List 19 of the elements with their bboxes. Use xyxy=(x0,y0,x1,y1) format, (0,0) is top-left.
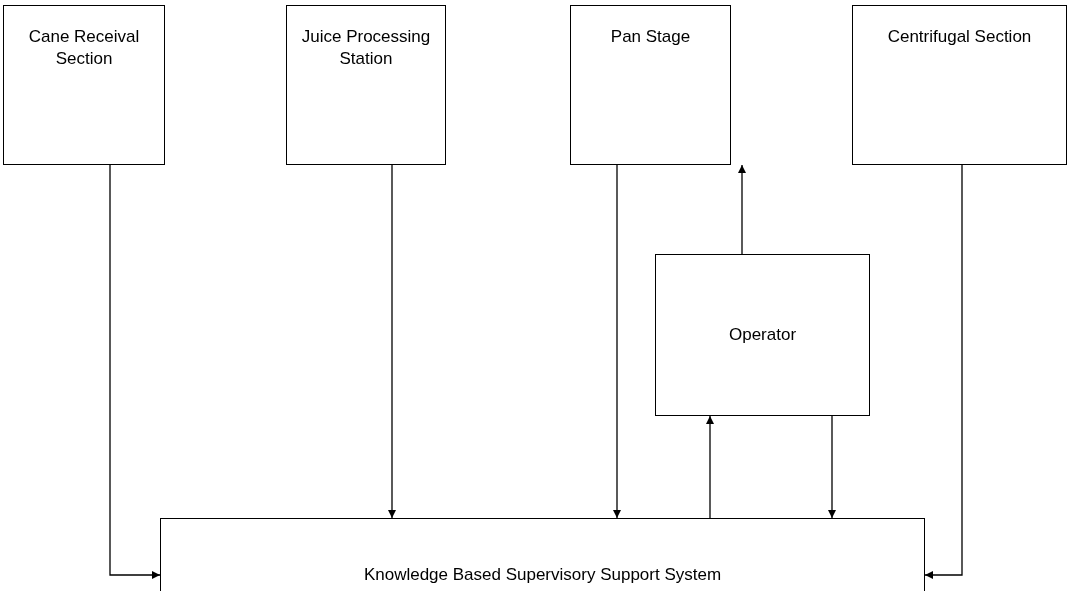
arrow xyxy=(828,415,836,519)
arrow xyxy=(924,164,963,579)
process-box xyxy=(570,5,731,165)
box-label: Operator xyxy=(727,324,798,346)
arrow xyxy=(613,164,621,519)
arrow xyxy=(109,164,161,579)
process-box xyxy=(160,518,925,591)
arrow xyxy=(388,164,396,519)
box-label: Juice Processing Station xyxy=(300,26,432,70)
process-box xyxy=(286,5,446,165)
box-label: Cane Receival Section xyxy=(27,26,141,70)
process-box xyxy=(3,5,165,165)
box-label: Knowledge Based Supervisory Support System xyxy=(362,564,723,586)
box-label: Centrifugal Section xyxy=(886,26,1033,48)
process-box xyxy=(655,254,870,416)
process-box xyxy=(852,5,1067,165)
arrow xyxy=(706,415,714,519)
box-label: Pan Stage xyxy=(609,26,692,48)
arrow xyxy=(738,164,746,255)
